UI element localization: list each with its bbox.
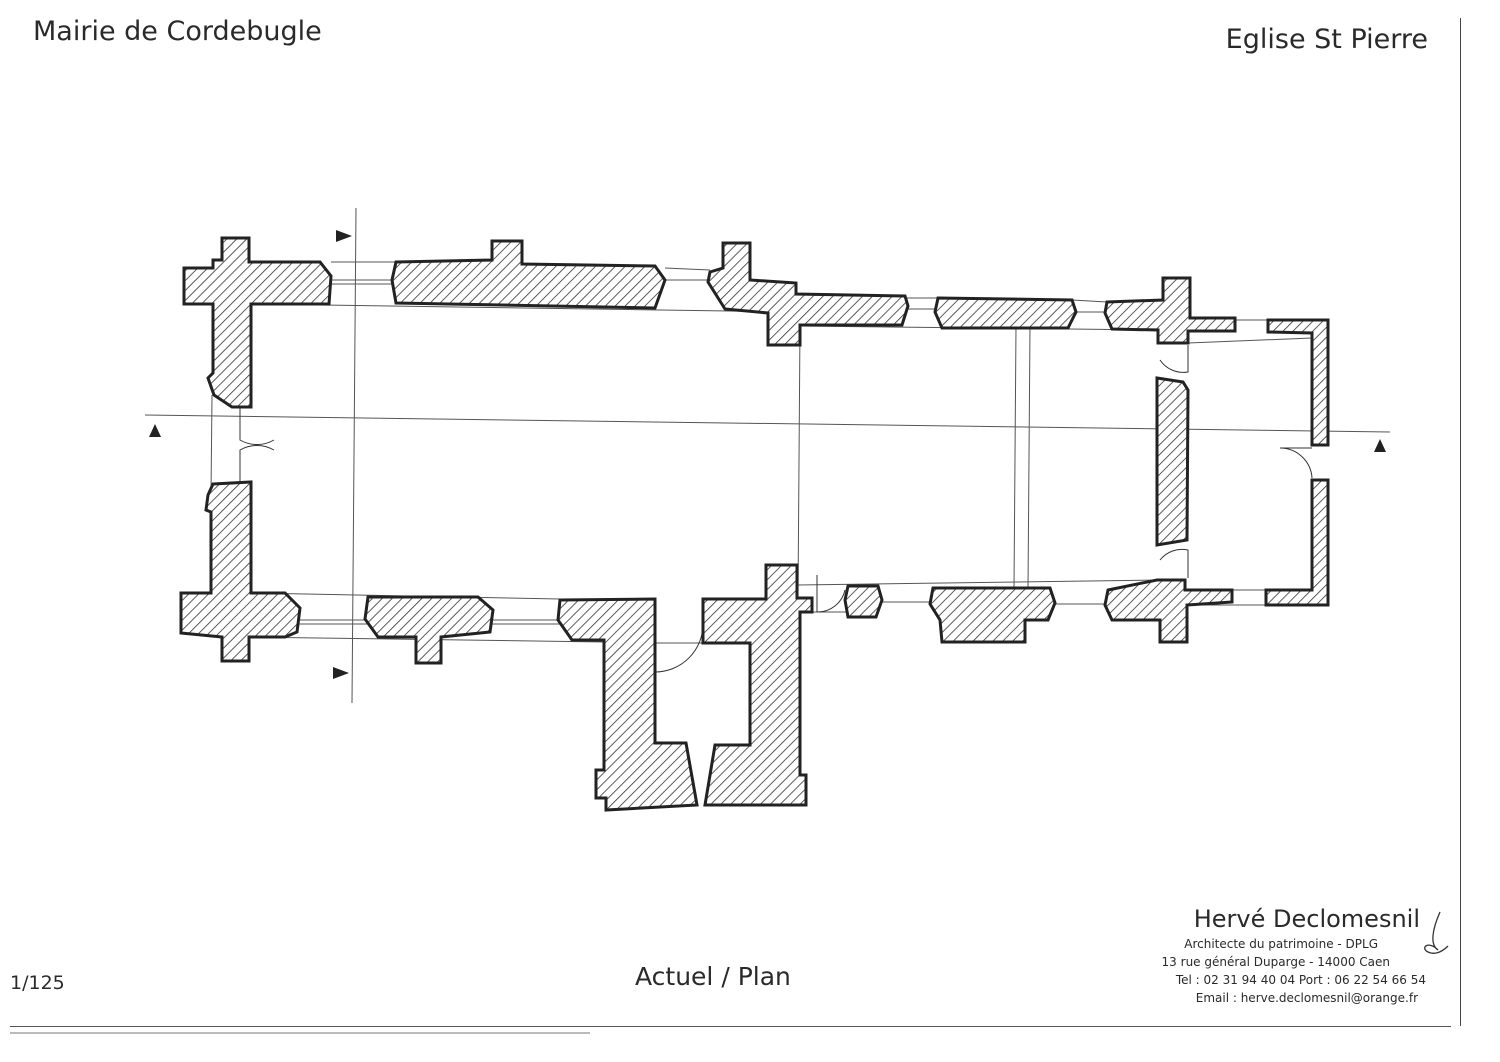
choir-door-north <box>1159 345 1189 373</box>
wall-se-corner <box>1103 578 1234 644</box>
signature-icon <box>1424 911 1449 954</box>
architect-phones: Tel : 02 31 94 40 04 Port : 06 22 54 66 … <box>1175 973 1426 987</box>
wall-east-upper <box>1266 318 1330 447</box>
architect-email: Email : herve.declomesnil@orange.fr <box>1195 991 1418 1005</box>
choir-door-south <box>1159 548 1189 578</box>
section-axis-horizontal <box>144 414 1391 433</box>
wall-ne-corner <box>1103 276 1237 345</box>
sheet-border-right <box>1460 18 1461 1026</box>
walls <box>179 236 1330 812</box>
wall-north-3 <box>933 296 1078 330</box>
architect-block: Hervé Declomesnil Architecte du patrimoi… <box>1161 905 1426 1005</box>
tower-west-wall <box>556 597 699 812</box>
scale-label: 1/125 <box>10 972 65 994</box>
choir-screen-wall <box>1155 376 1190 547</box>
west-door-leaf-south <box>239 444 275 482</box>
sheet-border-bottom <box>10 1026 1451 1027</box>
plan-label: Actuel / Plan <box>635 962 791 991</box>
door-swings <box>239 345 1313 673</box>
building-title: Eglise St Pierre <box>1225 24 1428 55</box>
wall-south-pier <box>843 584 884 619</box>
scan-edge <box>10 1032 590 1034</box>
architect-title: Architecte du patrimoine - DPLG <box>1184 937 1378 951</box>
architect-name: Hervé Declomesnil <box>1193 905 1420 933</box>
wall-north-2 <box>706 241 910 347</box>
section-arrow-icon <box>149 424 161 437</box>
section-markers <box>149 230 1386 679</box>
south-door <box>816 575 846 613</box>
wall-sw-corner <box>179 480 302 663</box>
wall-south-1 <box>363 595 495 665</box>
municipality-title: Mairie de Cordebugle <box>33 16 322 47</box>
wall-nw-corner <box>182 236 333 409</box>
section-axis-vertical <box>351 207 357 704</box>
section-arrow-icon <box>336 230 352 242</box>
east-door <box>1279 447 1313 479</box>
section-arrow-icon <box>1374 439 1386 452</box>
architect-address: 13 rue général Duparge - 14000 Caen <box>1161 955 1390 969</box>
wall-north-1 <box>390 239 667 310</box>
section-arrow-icon <box>333 667 349 679</box>
wall-south-3 <box>928 586 1057 644</box>
west-door-leaf-north <box>239 407 275 446</box>
tower-door <box>654 623 704 673</box>
wall-east-lower <box>1264 478 1330 607</box>
tower-east-wall <box>701 563 814 807</box>
